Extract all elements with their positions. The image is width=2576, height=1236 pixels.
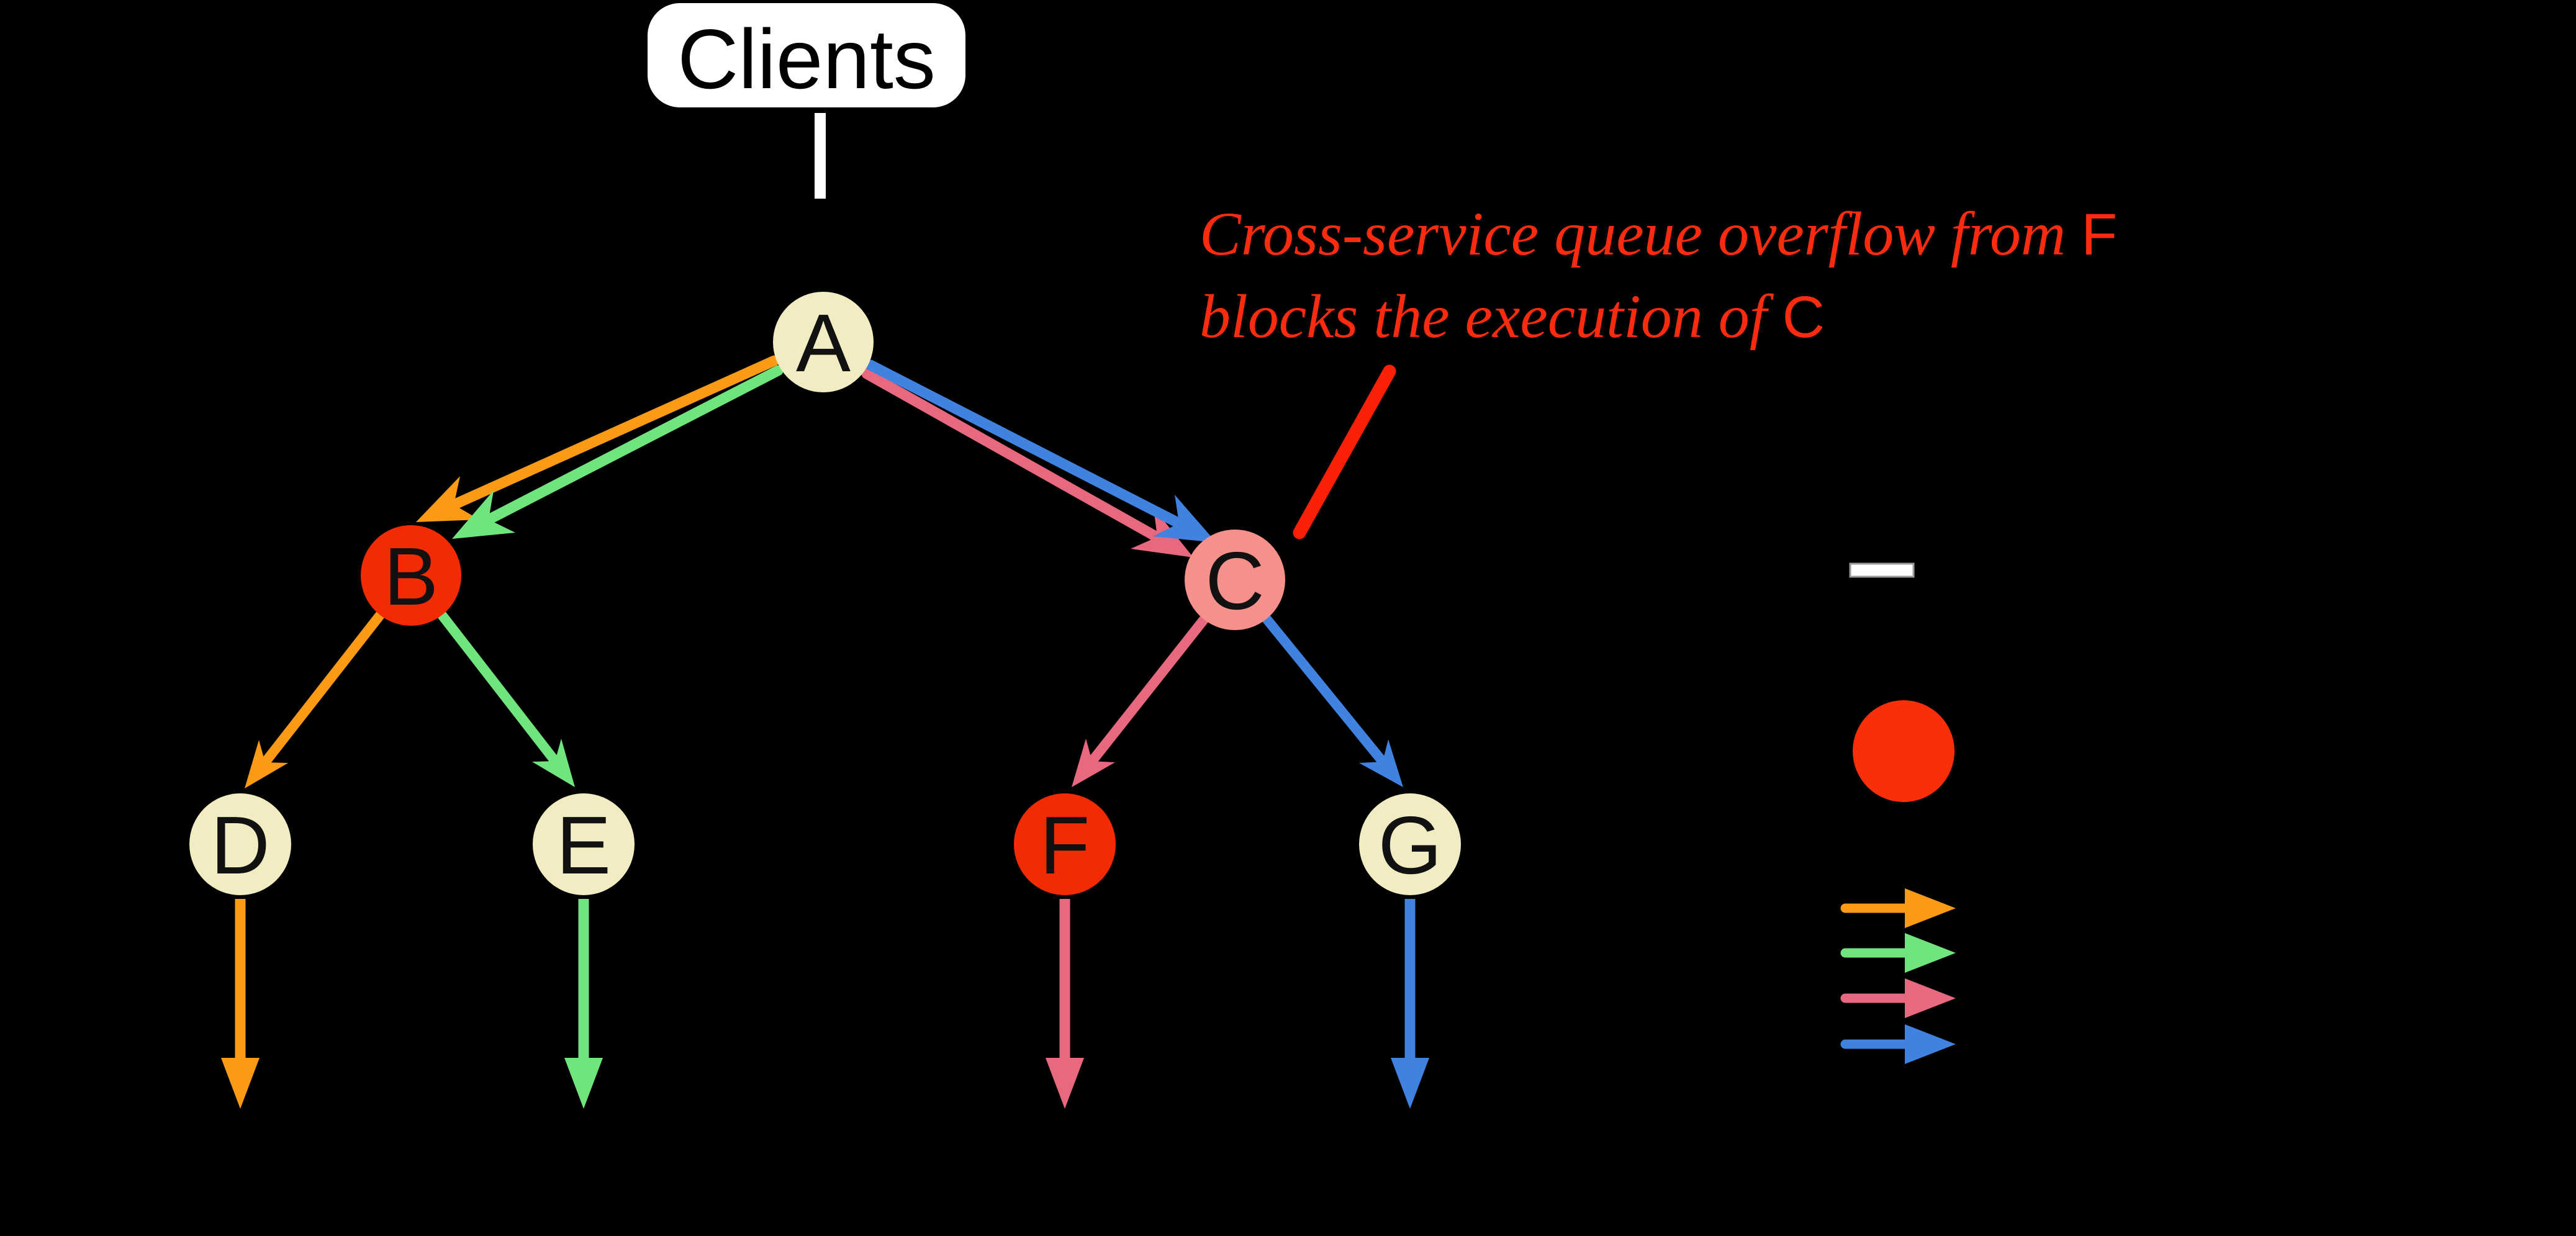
down-arrow-d bbox=[221, 899, 260, 1109]
annotation: Cross-service queue overflow from F bloc… bbox=[1200, 199, 2117, 539]
node-b: B bbox=[361, 525, 461, 626]
node-a: A bbox=[773, 292, 874, 392]
edge-c-g-blue bbox=[1262, 614, 1403, 787]
node-d-label: D bbox=[210, 800, 269, 891]
node-d: D bbox=[189, 793, 291, 895]
legend-arrow-blue-head bbox=[1905, 1024, 1956, 1064]
node-f-circle bbox=[1014, 793, 1116, 895]
node-c-circle bbox=[1185, 530, 1285, 630]
node-f-label: F bbox=[1040, 800, 1090, 891]
edge-a-c-pink-line bbox=[861, 368, 1162, 543]
edge-a-c-blue bbox=[865, 359, 1216, 543]
arrowhead-b-e-green bbox=[532, 739, 575, 787]
arrowhead-a-c-blue bbox=[1153, 495, 1216, 543]
down-arrow-f-head bbox=[1046, 1058, 1084, 1109]
node-g-circle bbox=[1359, 793, 1461, 895]
down-arrow-g-head bbox=[1391, 1058, 1429, 1109]
node-e: E bbox=[533, 793, 635, 895]
node-a-label: A bbox=[796, 297, 851, 389]
clients-box: Clients bbox=[648, 3, 965, 107]
node-b-circle bbox=[361, 525, 461, 626]
down-arrow-e bbox=[564, 899, 603, 1109]
node-a-circle bbox=[773, 292, 874, 392]
arrowhead-c-g-blue bbox=[1359, 739, 1403, 787]
legend-arrow-orange bbox=[1840, 888, 1956, 928]
arrowhead-a-b-green bbox=[452, 490, 515, 539]
annotation-line-2: blocks the execution of C bbox=[1200, 282, 1825, 351]
annotation-line-2-text: blocks the execution of bbox=[1200, 282, 1783, 351]
legend-white-dash bbox=[1849, 562, 1915, 578]
node-c-label: C bbox=[1205, 535, 1264, 626]
edge-c-g-blue-line bbox=[1262, 614, 1388, 767]
down-arrow-d-head bbox=[221, 1058, 260, 1109]
edge-b-e-green-line bbox=[437, 610, 560, 766]
edge-c-f-pink-line bbox=[1087, 615, 1209, 766]
down-arrow-e-head bbox=[564, 1058, 603, 1109]
edge-b-d-orange bbox=[245, 610, 385, 788]
legend-overload-circle bbox=[1853, 700, 1955, 802]
legend-arrow-blue bbox=[1840, 1024, 1956, 1064]
edge-a-b-orange-line bbox=[448, 355, 780, 510]
legend bbox=[1840, 562, 1956, 1064]
annotation-line-1-text: Cross-service queue overflow from bbox=[1200, 199, 2081, 268]
node-e-label: E bbox=[556, 800, 611, 891]
legend-arrow-orange-head bbox=[1905, 888, 1956, 928]
edge-a-b-green-line bbox=[483, 365, 784, 525]
node-c: C bbox=[1185, 530, 1285, 630]
edge-a-c-blue-line bbox=[865, 359, 1185, 529]
edge-c-f-pink bbox=[1072, 615, 1209, 787]
node-d-circle bbox=[189, 793, 291, 895]
edge-a-c-pink bbox=[861, 368, 1193, 557]
arrowhead-a-b-orange bbox=[416, 476, 479, 522]
arrowhead-b-d-orange bbox=[245, 740, 288, 788]
annotation-line-2-node: C bbox=[1783, 284, 1825, 350]
annotation-callout-line bbox=[1293, 364, 1396, 539]
edge-a-b-green bbox=[452, 365, 784, 539]
legend-arrow-green-head bbox=[1905, 933, 1956, 973]
node-f: F bbox=[1014, 793, 1116, 895]
edge-b-e-green bbox=[437, 610, 575, 787]
legend-arrow-green bbox=[1840, 933, 1956, 973]
node-g: G bbox=[1359, 793, 1461, 895]
node-b-label: B bbox=[384, 531, 438, 622]
annotation-line-1-node: F bbox=[2081, 202, 2117, 268]
clients-pill bbox=[648, 3, 965, 107]
legend-arrow-pink-head bbox=[1905, 978, 1956, 1018]
node-g-label: G bbox=[1378, 800, 1442, 891]
legend-arrow-pink bbox=[1840, 978, 1956, 1018]
node-e-circle bbox=[533, 793, 635, 895]
down-arrow-f bbox=[1046, 899, 1084, 1109]
arrowhead-c-f-pink bbox=[1072, 739, 1115, 787]
edge-b-d-orange-line bbox=[260, 610, 385, 767]
edge-a-b-orange bbox=[416, 355, 780, 522]
annotation-line-1: Cross-service queue overflow from F bbox=[1200, 199, 2117, 268]
clients-label: Clients bbox=[677, 12, 936, 106]
down-arrow-g bbox=[1391, 899, 1429, 1109]
